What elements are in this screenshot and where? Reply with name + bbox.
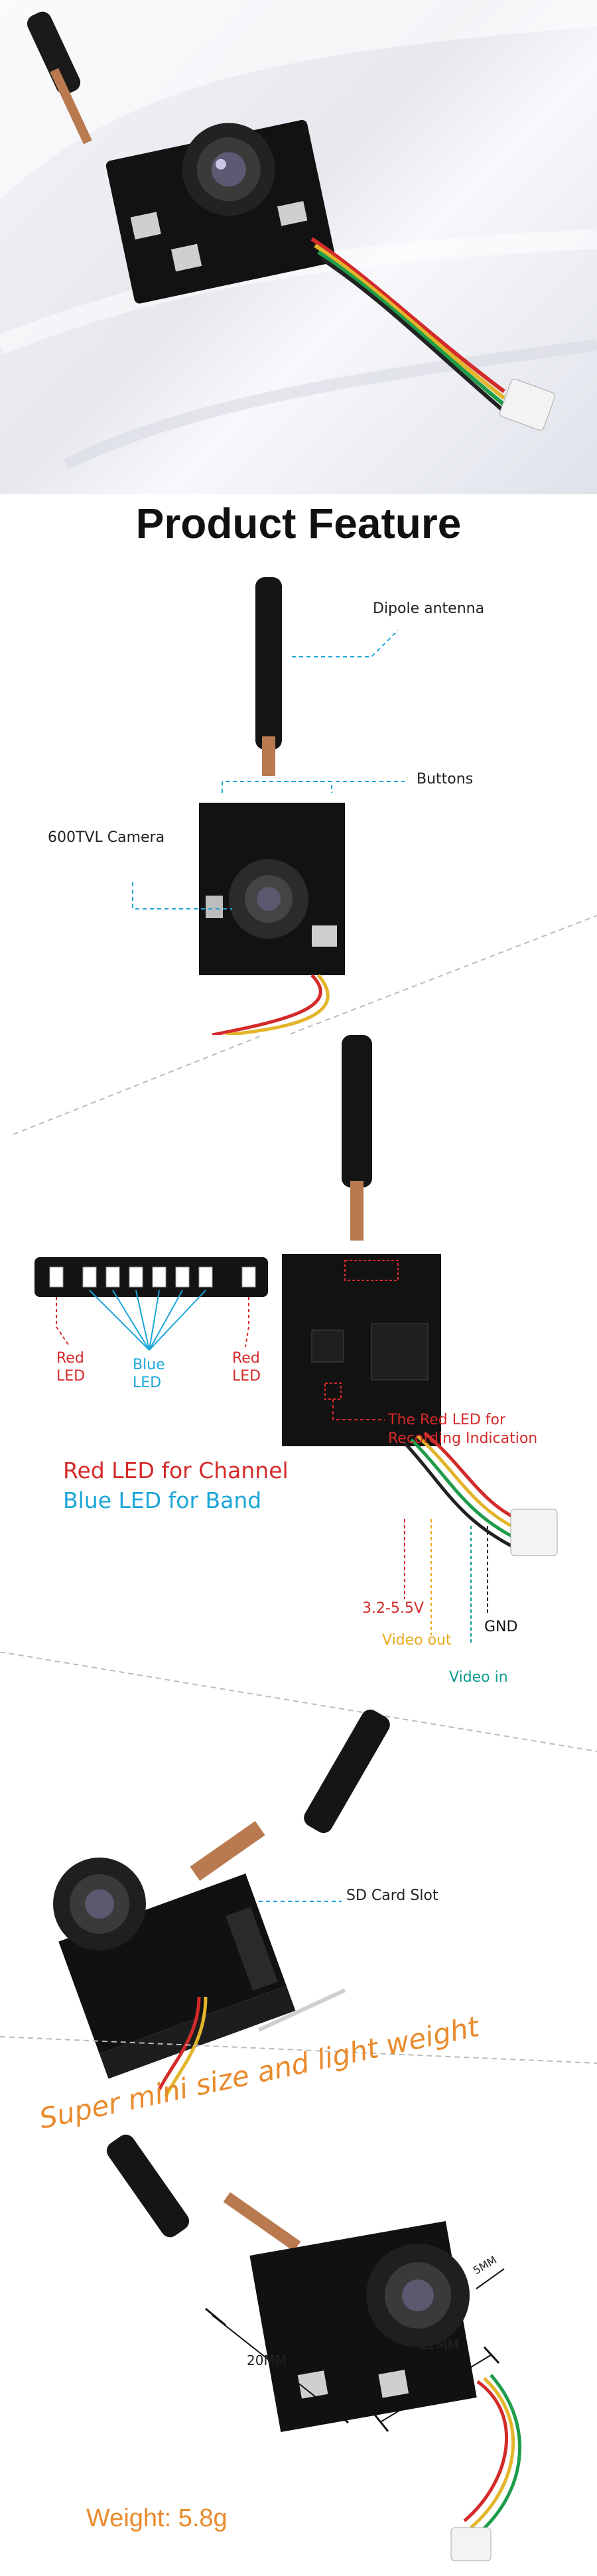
board-front-illustration: [132, 577, 597, 1035]
led-blue-label-2: LED: [133, 1375, 162, 1391]
feature-antenna-buttons-camera: Dipole antenna Buttons 600TVL Camera: [0, 557, 597, 1035]
pin-gnd-label: GND: [484, 1619, 518, 1635]
hero-product-image: [0, 0, 597, 470]
pin-video-in-label: Video in: [449, 1669, 508, 1686]
led-right-red-label-1: Red: [232, 1350, 260, 1367]
led-left-red-label-2: LED: [56, 1368, 86, 1385]
pin-video-out-label: Video out: [382, 1632, 452, 1645]
red-led-note-line1: The Red LED for: [388, 1412, 506, 1428]
feature-led-pinout: Red LED Blue LED Red LED The Red LED for…: [0, 1035, 597, 1645]
red-led-note-line2: Recording Indication: [388, 1430, 538, 1447]
callout-dipole-antenna: Dipole antenna: [373, 600, 485, 617]
led-left-red-label-1: Red: [56, 1350, 84, 1367]
board-back-illustration: [13, 1035, 558, 1645]
hero-section: [0, 0, 597, 494]
pin-power-label: 3.2-5.5V: [362, 1600, 424, 1617]
led-blue-label-1: Blue: [133, 1357, 165, 1373]
weight-label: Weight: 5.8g: [86, 2504, 228, 2532]
led-right-red-label-2: LED: [232, 1368, 261, 1385]
callout-buttons: Buttons: [417, 771, 474, 787]
feature-size-weight: Super mini size and light weight 20MM 22…: [0, 2017, 597, 2576]
board-dimension-illustration: [106, 2134, 522, 2561]
led-channel-legend: Red LED for Channel: [63, 1457, 289, 1483]
board-side-illustration: [0, 1652, 597, 2098]
dimension-width: 20MM: [247, 2352, 287, 2368]
led-band-legend: Blue LED for Band: [63, 1487, 262, 1513]
callout-sd-slot: SD Card Slot: [346, 1887, 438, 1904]
feature-sd-card: SD Card Slot: [0, 1652, 597, 2130]
callout-camera: 600TVL Camera: [48, 829, 165, 846]
dimension-depth: 22MM: [419, 2337, 459, 2352]
section-heading: Product Feature: [135, 500, 462, 547]
